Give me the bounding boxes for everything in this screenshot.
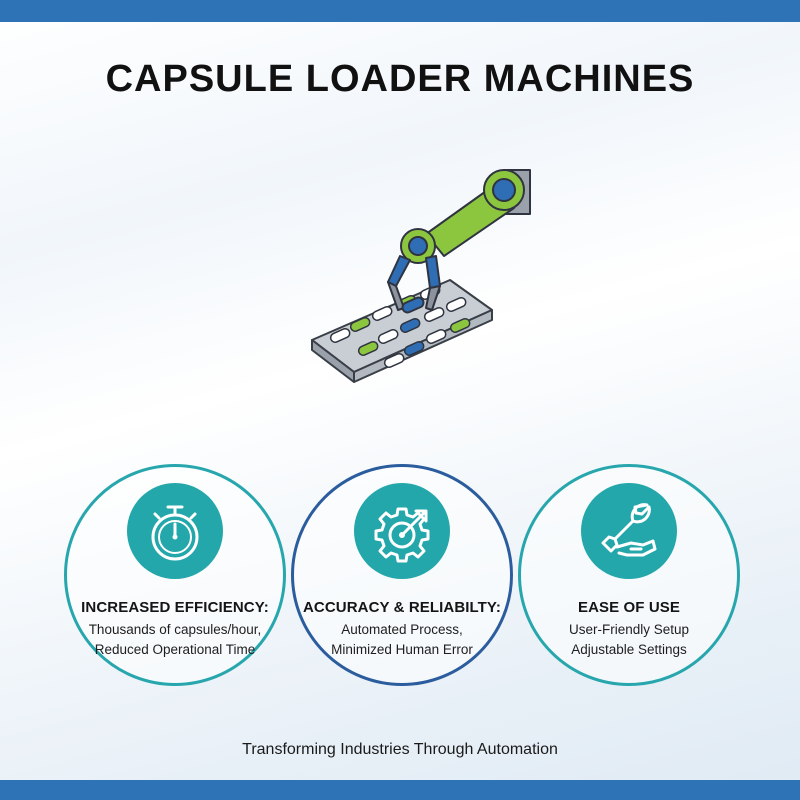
bottom-banner bbox=[0, 780, 800, 800]
feature-title: EASE OF USE bbox=[578, 599, 680, 616]
top-banner bbox=[0, 0, 800, 22]
feature-ease-of-use: EASE OF USE User-Friendly Setup Adjustab… bbox=[518, 464, 740, 686]
feature-line: Reduced Operational Time bbox=[94, 642, 256, 657]
feature-line: User-Friendly Setup bbox=[568, 622, 690, 637]
feature-title: INCREASED EFFICIENCY: bbox=[81, 599, 269, 616]
tagline: Transforming Industries Through Automati… bbox=[242, 741, 558, 758]
gear-target-icon bbox=[354, 483, 450, 579]
feature-line: Minimized Human Error bbox=[331, 642, 473, 657]
feature-accuracy: ACCURACY & RELIABILTY: Automated Process… bbox=[291, 464, 513, 686]
feature-line: Adjustable Settings bbox=[571, 642, 687, 657]
stopwatch-icon bbox=[127, 483, 223, 579]
page-title: CAPSULE LOADER MACHINES bbox=[105, 58, 695, 100]
wrench-hand-icon bbox=[581, 483, 677, 579]
feature-line: Thousands of capsules/hour, bbox=[88, 622, 262, 637]
robotic-arm-capsule-tray-icon bbox=[300, 160, 540, 400]
feature-title: ACCURACY & RELIABILTY: bbox=[302, 599, 502, 616]
feature-line: Automated Process, bbox=[341, 622, 463, 637]
feature-efficiency: INCREASED EFFICIENCY: Thousands of capsu… bbox=[64, 464, 286, 686]
